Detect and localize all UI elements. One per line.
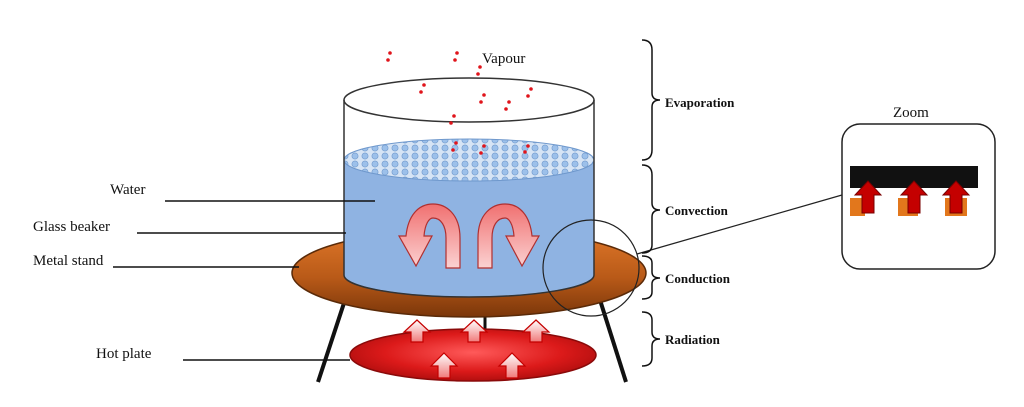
water-surface <box>343 138 595 182</box>
zoom-orange-block <box>850 198 865 216</box>
up-arrow-icon <box>459 319 489 343</box>
label-conduction: Conduction <box>665 271 731 286</box>
zoom-detail <box>850 166 978 216</box>
up-arrow-icon <box>429 352 459 379</box>
up-arrow-icon <box>402 319 432 343</box>
label-hot-plate: Hot plate <box>96 346 152 362</box>
beaker-back-rim <box>343 77 595 101</box>
label-vapour: Vapour <box>482 51 525 67</box>
vapour-particles <box>386 51 533 155</box>
label-leaders <box>113 200 375 361</box>
label-water: Water <box>110 182 145 198</box>
right-braces <box>641 39 661 367</box>
convection-arrows <box>397 203 541 269</box>
zoom-focus-circle <box>542 219 640 317</box>
heat-arrow-icon <box>853 180 883 214</box>
curved-arrow-icon <box>477 203 541 269</box>
zoom-title: Zoom <box>893 105 929 121</box>
up-arrow-icon <box>497 352 527 379</box>
label-metal-stand: Metal stand <box>33 253 104 269</box>
up-arrow-icon <box>521 319 551 343</box>
label-glass-beaker: Glass beaker <box>33 219 110 235</box>
label-evaporation: Evaporation <box>665 95 735 110</box>
curved-arrow-icon <box>397 203 461 269</box>
label-convection: Convection <box>665 203 729 218</box>
radiation-arrows <box>402 319 551 379</box>
glass-beaker <box>343 99 595 298</box>
heat-arrow-icon <box>941 180 971 214</box>
zoom-connector-line <box>636 194 843 255</box>
heat-arrow-icon <box>899 180 929 214</box>
label-radiation: Radiation <box>665 332 721 347</box>
zoom-black-bar <box>850 166 978 188</box>
